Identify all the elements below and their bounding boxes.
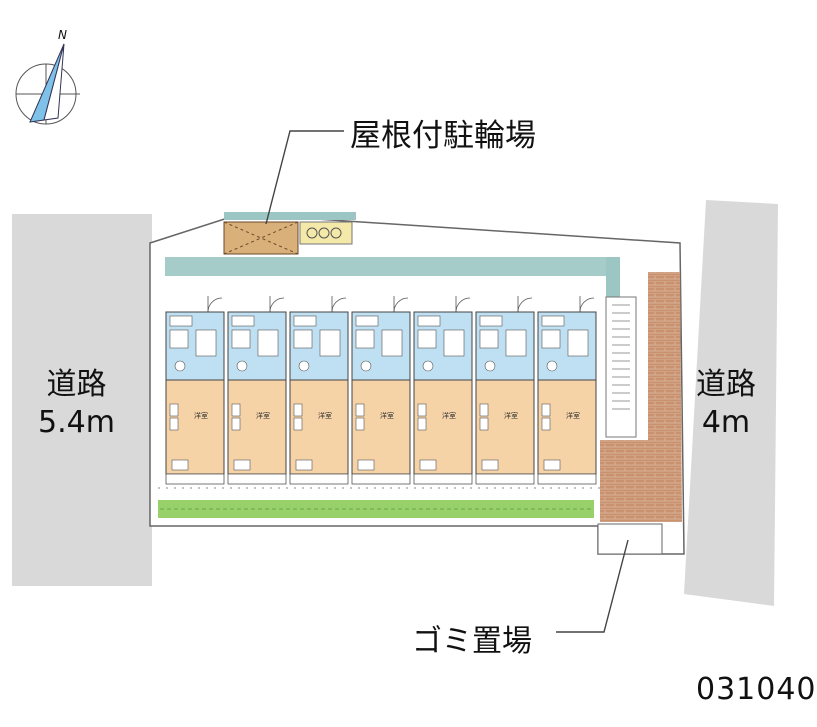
unit: 洋室 [165, 296, 225, 485]
site-plan-svg: 洋室 洋室 洋室 洋室 洋室 洋室 洋室 [12, 43, 778, 633]
unit: 洋室 [289, 296, 349, 485]
unit-balcony [165, 473, 225, 485]
road-right [684, 200, 778, 606]
unit: 洋室 [475, 296, 535, 485]
road-right-label: 道路 4m [696, 366, 756, 442]
unit-balcony [289, 473, 349, 485]
unit-balcony [537, 473, 597, 485]
unit-balcony [413, 473, 473, 485]
stair-area [605, 296, 637, 438]
road-left-label: 道路 5.4m [38, 366, 115, 442]
brick-path [600, 272, 682, 522]
unit: 洋室 [413, 296, 473, 485]
unit: 洋室 [537, 296, 597, 485]
road-left [12, 214, 152, 586]
unit-room-label: 洋室 [256, 411, 270, 420]
unit-balcony [351, 473, 411, 485]
leader-garbage [556, 539, 629, 633]
property-code: 031040 [696, 672, 817, 707]
leader-bike [265, 130, 344, 225]
road-left-name: 道路 [46, 367, 107, 402]
unit: 洋室 [351, 296, 411, 485]
unit-room-label: 洋室 [318, 411, 332, 420]
unit-room-label: 洋室 [504, 411, 518, 420]
garbage-area [597, 523, 663, 555]
walkway-right [606, 257, 620, 297]
road-left-width: 5.4m [38, 405, 115, 440]
compass-north-label: N [58, 28, 67, 42]
compass-icon [15, 43, 80, 125]
unit-room-label: 洋室 [566, 411, 580, 420]
unit-balcony [475, 473, 535, 485]
garbage-label: ゴミ置場 [412, 624, 532, 659]
walkway-top [165, 257, 620, 276]
bike-icons [299, 221, 353, 245]
road-right-width: 4m [701, 405, 751, 440]
bike-parking-label: 屋根付駐輪場 [350, 118, 536, 154]
unit-balcony [227, 473, 287, 485]
units-group: 洋室 洋室 洋室 洋室 洋室 洋室 洋室 [165, 296, 597, 485]
unit-room-label: 洋室 [194, 411, 208, 420]
unit-room-label: 洋室 [380, 411, 394, 420]
stair-steps [612, 304, 630, 410]
unit: 洋室 [227, 296, 287, 485]
bike-roof-band [224, 212, 356, 220]
hedge [158, 500, 594, 518]
road-right-name: 道路 [696, 367, 756, 402]
unit-room-label: 洋室 [442, 411, 456, 420]
